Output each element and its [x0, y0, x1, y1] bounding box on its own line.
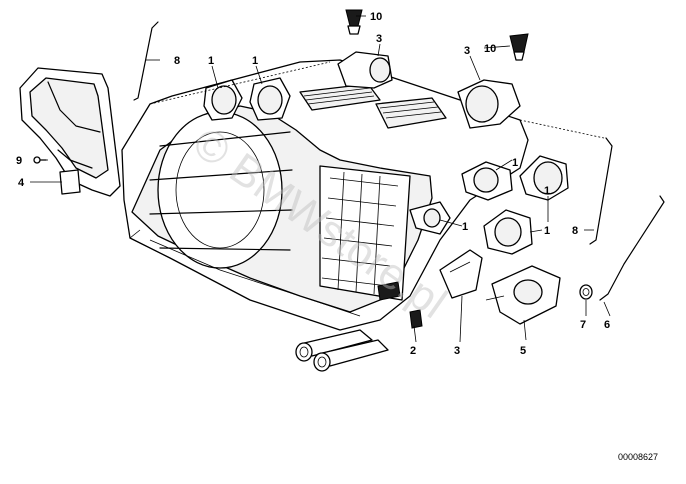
- actuator-part-1-b[interactable]: [249, 77, 291, 121]
- callout-10-a: 10: [370, 11, 382, 23]
- bracket-part-5[interactable]: [485, 265, 561, 325]
- actuator-part-1-f[interactable]: [483, 209, 533, 255]
- leader-lines: [30, 15, 611, 343]
- callout-3-top-a: 3: [376, 33, 382, 45]
- plug-part-10-a[interactable]: [345, 9, 363, 35]
- actuator-part-1-e[interactable]: [409, 201, 451, 235]
- callout-8-right: 8: [572, 225, 578, 237]
- actuator-part-1-d[interactable]: [519, 155, 569, 201]
- rod-part-8-right[interactable]: [589, 137, 613, 245]
- callout-1-d: 1: [544, 185, 550, 197]
- callout-3-bottom: 3: [454, 345, 460, 357]
- actuator-part-1-a[interactable]: [203, 79, 243, 121]
- actuator-part-3-top-a[interactable]: [337, 51, 393, 89]
- callout-1-b: 1: [252, 55, 258, 67]
- clip-part-2[interactable]: [377, 281, 423, 329]
- callout-10-b: 10: [484, 43, 496, 55]
- callout-2: 2: [410, 345, 416, 357]
- actuator-part-3-bottom[interactable]: [439, 249, 483, 299]
- air-duct-part-4[interactable]: [19, 67, 121, 197]
- callout-labels: 1 1 1 1 1 1 2 3 3 3 4 5 6 7 8 8 9 10 10: [16, 11, 610, 357]
- callout-1-e: 1: [462, 221, 468, 233]
- callout-7: 7: [580, 319, 586, 331]
- rod-part-8-left[interactable]: [133, 21, 159, 101]
- actuator-part-3-top-b[interactable]: [457, 79, 521, 129]
- callout-4: 4: [18, 177, 25, 189]
- heater-pipes[interactable]: [295, 329, 389, 372]
- rod-part-6[interactable]: [599, 195, 665, 301]
- callout-5: 5: [520, 345, 526, 357]
- callout-3-top-b: 3: [464, 45, 470, 57]
- callout-1-c: 1: [512, 157, 518, 169]
- document-number: 00008627: [618, 452, 658, 462]
- grommet-part-7[interactable]: [579, 284, 593, 300]
- heater-housing[interactable]: [121, 59, 529, 331]
- plug-part-10-b[interactable]: [509, 33, 529, 61]
- callout-8-left: 8: [174, 55, 180, 67]
- callout-1-f: 1: [544, 225, 550, 237]
- callout-1-a: 1: [208, 55, 214, 67]
- callout-9: 9: [16, 155, 22, 167]
- callout-6: 6: [604, 319, 610, 331]
- actuator-part-1-c[interactable]: [461, 161, 513, 201]
